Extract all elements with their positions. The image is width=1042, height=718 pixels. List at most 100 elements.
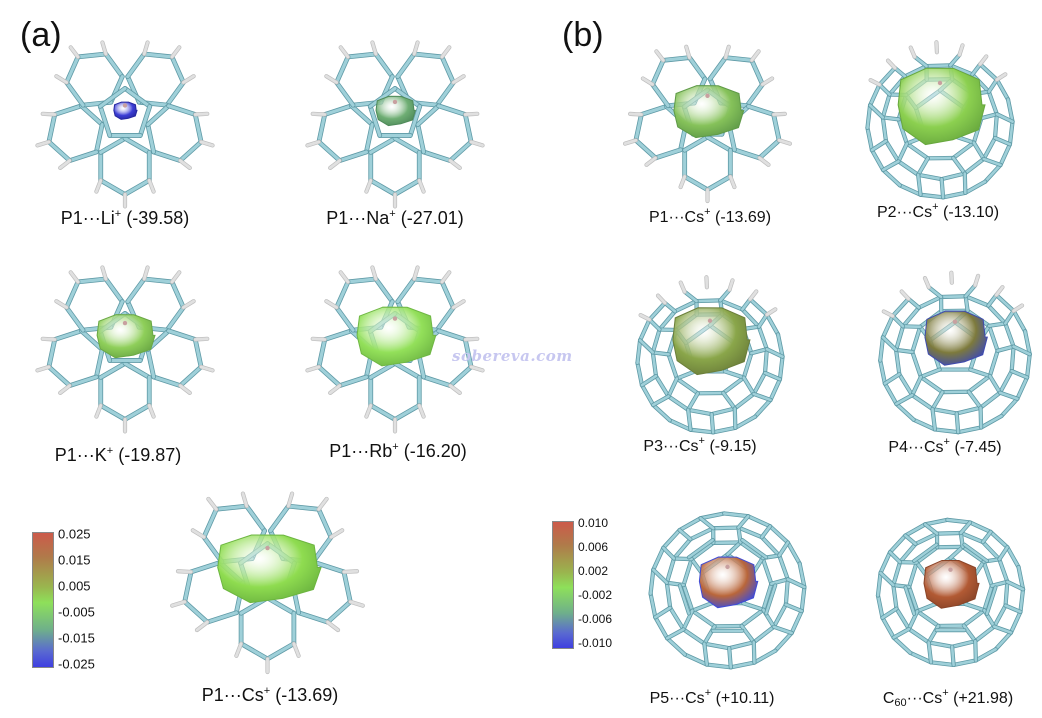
bond: [870, 148, 885, 172]
bond: [342, 570, 352, 604]
bond: [1010, 369, 1029, 379]
hydrogen-bond: [440, 45, 451, 59]
hydrogen-bond: [195, 620, 209, 632]
bond: [79, 329, 104, 352]
bond: [683, 653, 709, 666]
bond: [772, 112, 781, 142]
hydrogen-bond: [170, 270, 181, 284]
bond: [786, 541, 801, 565]
hydrogen-bond: [324, 74, 338, 84]
bond: [47, 112, 57, 144]
bond: [448, 365, 473, 388]
hydrogen-bond: [973, 274, 980, 287]
bond: [146, 104, 171, 127]
bond: [123, 403, 151, 421]
bond: [892, 636, 912, 655]
bond: [891, 314, 905, 328]
cation-atom: [725, 564, 730, 570]
bond: [652, 568, 669, 585]
hydrogen-bond: [41, 112, 57, 116]
colorbar-b-tick: 0.006: [578, 540, 609, 554]
bond: [374, 52, 394, 79]
bond: [682, 557, 693, 587]
cation-atom: [948, 567, 953, 572]
bond: [691, 601, 713, 612]
bond: [992, 604, 1007, 628]
bond: [993, 112, 999, 140]
bond: [369, 403, 397, 421]
bond: [881, 168, 902, 187]
bond: [138, 104, 152, 138]
bond: [999, 142, 1012, 167]
bond: [654, 374, 670, 398]
bond: [123, 136, 151, 155]
hydrogen-bond: [178, 384, 192, 395]
bond: [123, 178, 151, 196]
cation-atom: [122, 320, 128, 326]
bond: [765, 347, 784, 359]
bond: [949, 53, 961, 67]
bond: [396, 52, 416, 79]
bond: [868, 104, 885, 119]
bond: [416, 122, 426, 154]
hydrogen-bond: [147, 178, 156, 193]
bond: [879, 571, 895, 587]
hydrogen-bond: [772, 112, 787, 116]
bond: [881, 116, 900, 121]
bond: [686, 392, 700, 412]
panel-b-label: (b): [562, 16, 604, 54]
bond: [650, 82, 670, 108]
hydrogen-bond: [170, 600, 187, 608]
bond: [317, 112, 327, 144]
bond: [778, 355, 784, 381]
potential-surface: [924, 310, 988, 366]
bond: [884, 139, 900, 163]
bond: [907, 561, 918, 589]
bond: [683, 290, 698, 303]
bond: [940, 177, 945, 199]
bond: [99, 178, 127, 196]
caption-c60-cs: C60···Cs+ (+21.98): [882, 687, 1014, 709]
bond: [369, 361, 397, 380]
hydrogen-bond: [656, 294, 667, 305]
bond: [165, 305, 186, 332]
bond: [987, 78, 999, 94]
hydrogen-bond: [36, 365, 51, 372]
hydrogen-bond: [412, 41, 420, 56]
bond: [368, 86, 397, 108]
cation-atom: [705, 93, 710, 98]
hydrogen-bond: [370, 266, 378, 281]
bond: [640, 374, 658, 387]
hydrogen-bond: [317, 497, 329, 511]
bond: [1006, 98, 1014, 124]
hydrogen-bond: [324, 299, 338, 309]
bond: [904, 586, 916, 616]
bond: [876, 594, 884, 620]
bond: [317, 140, 342, 163]
cation-atom: [122, 103, 128, 108]
hydrogen-bond: [69, 270, 80, 284]
bond: [925, 64, 952, 68]
hydrogen-bond: [886, 59, 897, 70]
molecule-p1-na: [285, 30, 505, 209]
bond: [393, 361, 421, 380]
hydrogen-bond: [641, 77, 654, 86]
hydrogen-bond: [364, 178, 373, 193]
bond: [737, 514, 750, 529]
bond: [914, 532, 939, 546]
hydrogen-bond: [869, 78, 881, 87]
bond: [741, 538, 768, 559]
bond: [964, 294, 969, 312]
bond: [639, 104, 669, 117]
bond: [661, 55, 692, 62]
bond: [998, 369, 1013, 394]
caption-p1-na: P1···Na+ (-27.01): [326, 208, 464, 228]
bond: [104, 277, 124, 304]
bond: [894, 348, 914, 354]
bond: [772, 625, 793, 635]
bond: [909, 651, 933, 664]
hydrogen-bond: [170, 45, 181, 59]
bond: [732, 148, 762, 160]
bond: [99, 361, 127, 380]
molecule-p5-cs: [640, 480, 815, 675]
